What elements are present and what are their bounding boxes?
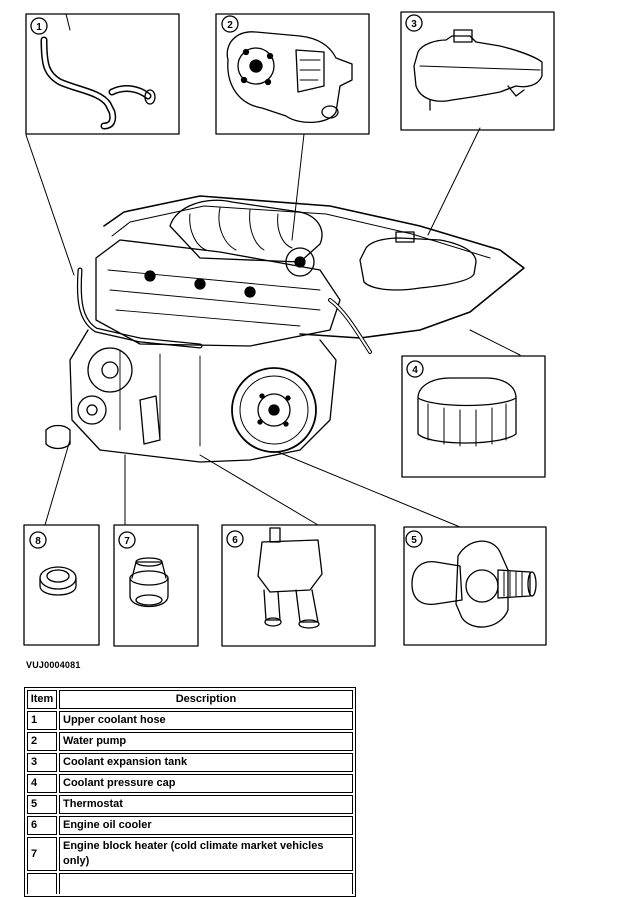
detail-box-8: [23, 524, 100, 646]
detail-box-2: [215, 13, 370, 135]
callout-4: 4: [412, 365, 418, 376]
callout-labels: 1 2 3 4 5 6 7 8: [35, 19, 418, 547]
table-row: [27, 873, 353, 894]
callout-5: 5: [411, 535, 417, 546]
callout-badges: [29, 14, 424, 549]
figure-code: VUJ0004081: [26, 660, 81, 670]
item-number: 7: [27, 837, 57, 871]
item-number: [27, 873, 57, 894]
item-description: Thermostat: [59, 795, 353, 814]
engine-cooling-diagram: 1 2 3 4 5 6 7 8: [23, 11, 555, 647]
callout-3: 3: [411, 19, 417, 30]
item-description: Water pump: [59, 732, 353, 751]
parts-table: Item Description 1 Upper coolant hose 2 …: [24, 687, 356, 897]
detail-box-5: [403, 526, 547, 646]
item-description: Engine oil cooler: [59, 816, 353, 835]
detail-box-7: [113, 524, 199, 647]
table-row: 6 Engine oil cooler: [27, 816, 353, 835]
item-description: Upper coolant hose: [59, 711, 353, 730]
detail-box-4: [401, 355, 546, 478]
table-header-row: Item Description: [27, 690, 353, 709]
detail-box-6: [221, 524, 376, 647]
callout-6: 6: [232, 535, 238, 546]
item-description: Engine block heater (cold climate market…: [59, 837, 353, 871]
item-description: Coolant pressure cap: [59, 774, 353, 793]
table-row: 2 Water pump: [27, 732, 353, 751]
item-number: 5: [27, 795, 57, 814]
item-description: Coolant expansion tank: [59, 753, 353, 772]
table-row: 1 Upper coolant hose: [27, 711, 353, 730]
header-item: Item: [27, 690, 57, 709]
table-row: 5 Thermostat: [27, 795, 353, 814]
callout-1: 1: [36, 22, 42, 33]
item-number: 2: [27, 732, 57, 751]
table-row: 4 Coolant pressure cap: [27, 774, 353, 793]
header-description: Description: [59, 690, 353, 709]
callout-2: 2: [227, 20, 233, 31]
callout-8: 8: [35, 536, 41, 547]
engine-assembly: [45, 195, 525, 463]
item-number: 3: [27, 753, 57, 772]
item-number: 1: [27, 711, 57, 730]
detail-box-1: [25, 13, 180, 135]
callout-7: 7: [124, 536, 130, 547]
item-description: [59, 873, 353, 894]
item-number: 6: [27, 816, 57, 835]
detail-box-3: [400, 11, 555, 131]
leader-lines: [25, 127, 521, 528]
table-row: 7 Engine block heater (cold climate mark…: [27, 837, 353, 871]
table-row: 3 Coolant expansion tank: [27, 753, 353, 772]
item-number: 4: [27, 774, 57, 793]
